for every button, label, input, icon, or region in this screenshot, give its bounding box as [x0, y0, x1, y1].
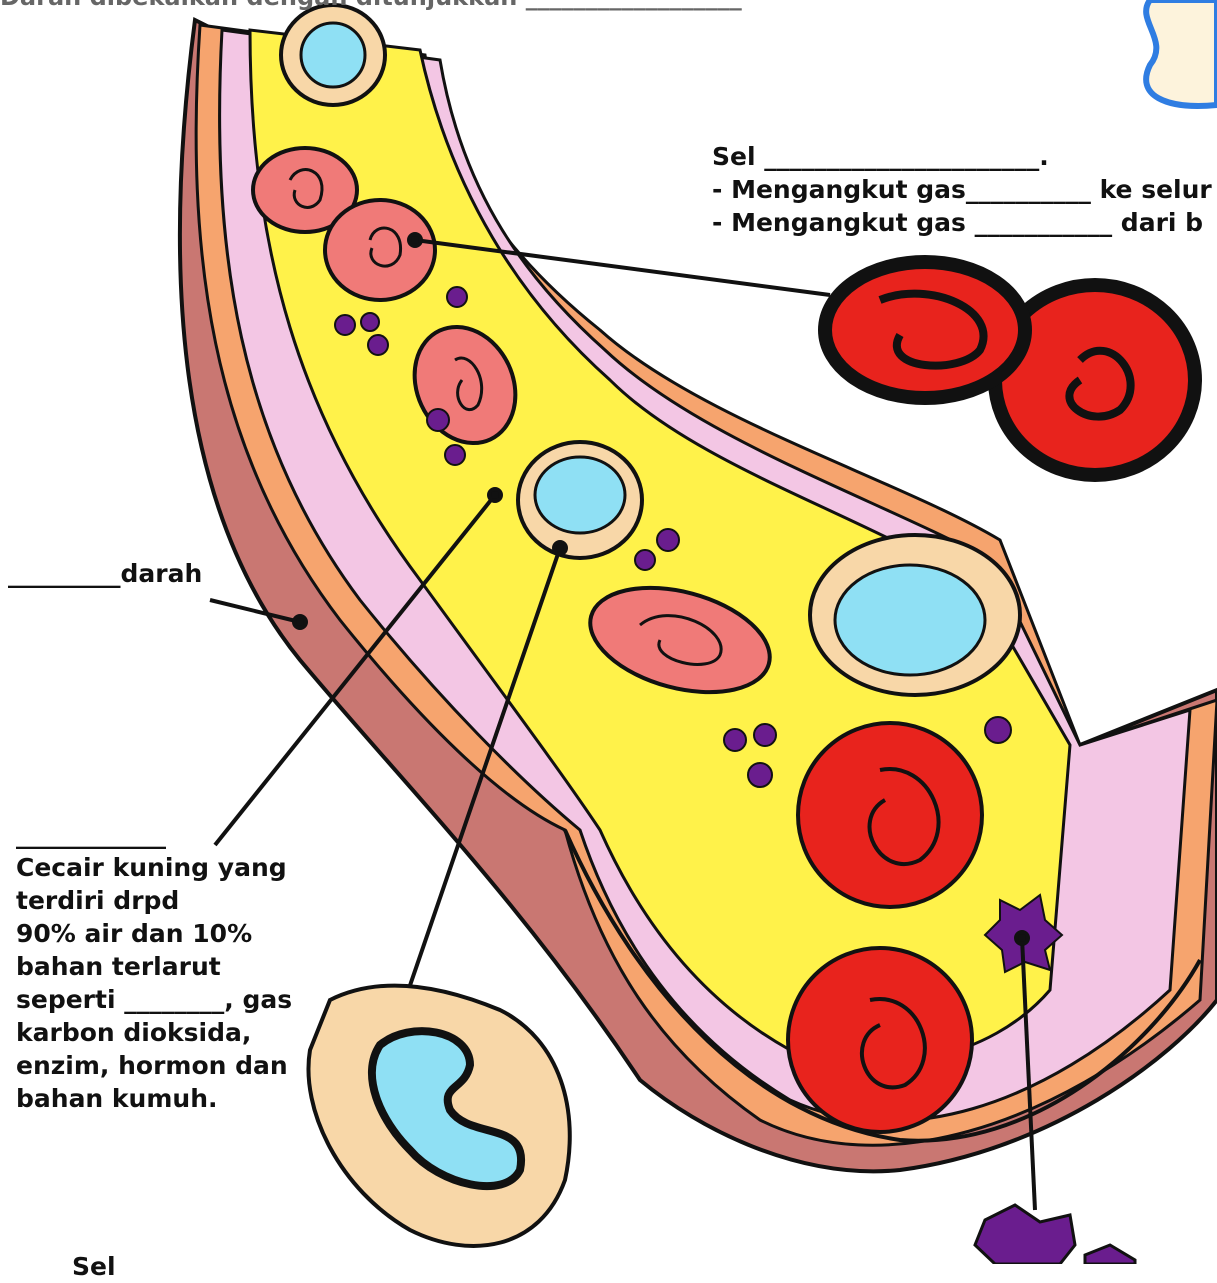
- plasma-line-3: 90% air dan 10%: [16, 917, 346, 950]
- plasma-line-7: enzim, hormon dan: [16, 1049, 346, 1082]
- enlarged-platelets: [975, 1205, 1135, 1264]
- blue-decoration-shape: [1146, 0, 1217, 106]
- red-cell-function-2: - Mengangkut gas ___________ dari b: [712, 206, 1217, 239]
- vessel-label: _________darah: [8, 557, 202, 590]
- bottom-partial-text: Sel: [72, 1250, 116, 1283]
- plasma-line-1: Cecair kuning yang: [16, 851, 346, 884]
- plasma-line-4: bahan terlarut: [16, 950, 346, 983]
- red-cell-function-1: - Mengangkut gas__________ ke selur: [712, 173, 1217, 206]
- plasma-label-block: ____________ Cecair kuning yang terdiri …: [16, 818, 346, 1115]
- plasma-line-2: terdiri drpd: [16, 884, 346, 917]
- plasma-label-blank: ____________: [16, 818, 346, 851]
- plasma-line-5: seperti ________, gas: [16, 983, 346, 1016]
- plasma-line-6: karbon dioksida,: [16, 1016, 346, 1049]
- enlarged-red-blood-cells: [825, 262, 1195, 475]
- enlarged-white-blood-cell: [308, 986, 569, 1246]
- red-cell-title: Sel ______________________.: [712, 140, 1217, 173]
- top-instruction-text: Darah dibekalkan dengan ditunjukkan ____…: [0, 0, 742, 14]
- red-cell-label-block: Sel ______________________. - Mengangkut…: [712, 140, 1217, 239]
- plasma-line-8: bahan kumuh.: [16, 1082, 346, 1115]
